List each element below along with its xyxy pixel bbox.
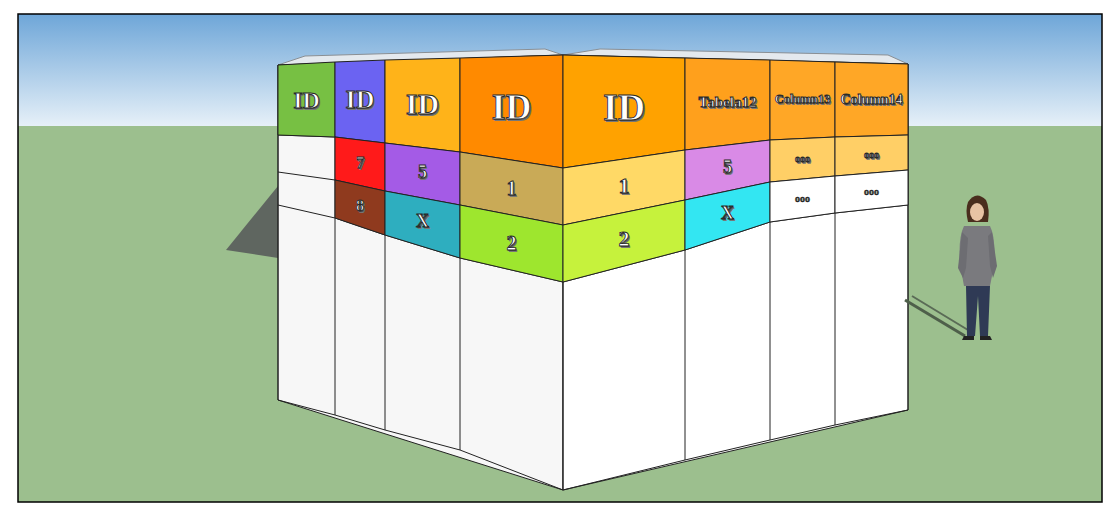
header-text: ID: [603, 87, 645, 129]
table-cell: ooo: [770, 137, 835, 182]
cell-text: X: [721, 204, 734, 224]
cell-fill: [685, 58, 770, 150]
cell-fill: [563, 55, 685, 168]
cell-text: 1: [619, 174, 630, 198]
cell-fill: [770, 176, 835, 222]
cell-fill: [563, 200, 685, 282]
column-header: ID: [563, 55, 685, 168]
cell-text: 2: [619, 227, 630, 251]
cube-shadow: [226, 186, 278, 258]
cell-text: ooo: [864, 186, 879, 197]
column-header: Column13: [770, 60, 835, 140]
column-header: ID: [335, 60, 385, 143]
cell-fill: [385, 191, 460, 258]
head: [970, 203, 984, 221]
column-header: ID: [278, 62, 335, 137]
person-figure: [905, 195, 997, 340]
cell-fill: [770, 60, 835, 140]
cell-fill: [835, 62, 908, 137]
cell-fill: [335, 60, 385, 143]
cell-fill: [460, 55, 563, 168]
person-shadow: [912, 296, 968, 330]
cell-text: ooo: [795, 153, 810, 164]
arm: [958, 232, 968, 278]
column-header: ID: [460, 55, 563, 168]
frame: [18, 14, 1102, 502]
table-cell: X: [385, 191, 460, 258]
header-text: Column13: [775, 93, 831, 107]
cell-text: X: [416, 212, 429, 232]
header-text: Tabela12: [699, 94, 757, 111]
table-cell: ooo: [835, 135, 908, 176]
cell-fill: [335, 180, 385, 235]
table-cell: X: [685, 182, 770, 250]
cell-text: 8: [356, 197, 364, 215]
cell-fill: [685, 182, 770, 250]
cell-fill: [278, 62, 335, 137]
table-cell: ooo: [835, 170, 908, 213]
arm: [988, 232, 997, 278]
cell-fill: [835, 135, 908, 176]
header-text: ID: [346, 86, 375, 115]
cube-face: [563, 55, 908, 490]
table-cell: ooo: [770, 176, 835, 222]
header-text: ID: [491, 88, 531, 128]
cell-text: 2: [507, 232, 517, 254]
table-cell: 8: [335, 180, 385, 235]
hair: [967, 195, 989, 222]
cell-text: 7: [356, 154, 364, 172]
cell-fill: [385, 58, 460, 152]
column-header: Tabela12: [685, 58, 770, 150]
cell-text: 5: [418, 163, 427, 183]
jeans: [966, 286, 990, 336]
grid-line: [278, 400, 908, 490]
header-text: Column14: [840, 92, 902, 107]
cube-face: [278, 55, 563, 490]
table-cell: 2: [563, 200, 685, 282]
cell-text: 1: [507, 177, 517, 199]
shoes: [962, 336, 992, 340]
cell-text: 5: [723, 158, 732, 178]
cell-fill: [770, 137, 835, 182]
cell-fill: [460, 205, 563, 282]
cube: [278, 49, 908, 490]
cell-text: ooo: [864, 149, 879, 160]
header-text: ID: [293, 87, 320, 113]
header-text: ID: [406, 87, 439, 120]
cell-fill: [835, 170, 908, 213]
table-cell: 2: [460, 205, 563, 282]
cell-text: ooo: [795, 193, 810, 204]
column-header: ID: [385, 58, 460, 152]
column-header: Column14: [835, 62, 908, 137]
person-shadow: [905, 300, 965, 336]
